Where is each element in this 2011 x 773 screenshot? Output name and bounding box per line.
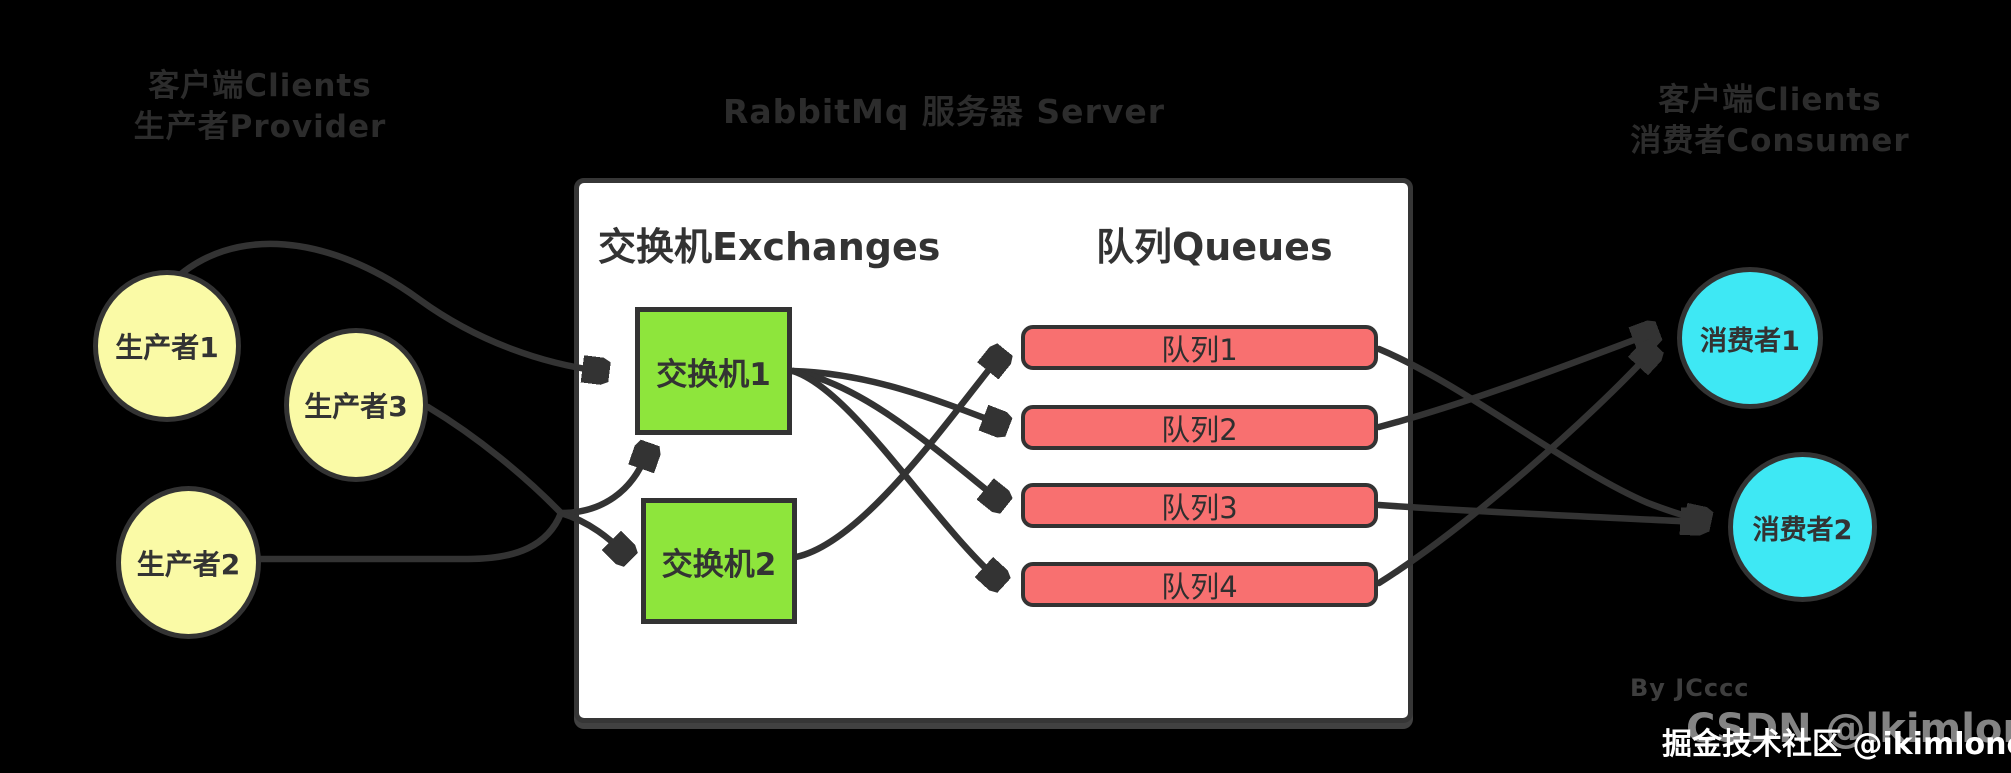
producer-1-node: 生产者1	[93, 270, 241, 422]
exchange-2-node: 交换机2	[641, 498, 797, 624]
clients-consumer-title: 客户端Clients 消费者Consumer	[1585, 80, 1955, 162]
producer-3-label: 生产者3	[304, 390, 408, 423]
clients-provider-title-line2: 生产者Provider	[133, 108, 387, 145]
author-credit: By JCccc	[1630, 674, 1750, 702]
edge-queue1-to-consumer2	[1375, 345, 1702, 520]
server-title: RabbitMq 服务器 Server	[722, 92, 1166, 131]
queue-1-node: 队列1	[1021, 325, 1378, 370]
exchanges-heading: 交换机Exchanges	[598, 225, 941, 269]
watermark-back: CSDN @lkimlone	[1686, 706, 2011, 752]
producer-1-label: 生产者1	[115, 331, 219, 364]
edge-queue4-to-consumer1	[1375, 353, 1650, 587]
clients-consumer-title-line2: 消费者Consumer	[1630, 122, 1910, 159]
producer-2-label: 生产者2	[136, 547, 241, 581]
producer-2-node: 生产者2	[116, 486, 261, 639]
exchange-1-node: 交换机1	[635, 307, 792, 435]
queue-4-node: 队列4	[1021, 562, 1378, 607]
queue-2-label: 队列2	[1161, 412, 1238, 447]
consumer-2-node: 消费者2	[1728, 452, 1877, 602]
producer-3-node: 生产者3	[284, 328, 428, 482]
clients-provider-title-line1: 客户端Clients	[148, 68, 372, 104]
consumer-1-label: 消费者1	[1700, 325, 1800, 357]
edge-producer2-to-junction	[257, 509, 565, 563]
consumer-1-node: 消费者1	[1677, 267, 1823, 409]
queue-2-node: 队列2	[1021, 405, 1378, 450]
exchange-1-label: 交换机1	[656, 356, 771, 393]
queue-4-label: 队列4	[1161, 569, 1238, 604]
watermark-front: 掘金技术社区 @ikimloner	[1662, 727, 2011, 762]
queue-3-label: 队列3	[1161, 490, 1238, 525]
exchange-2-label: 交换机2	[661, 546, 777, 583]
queue-3-node: 队列3	[1021, 483, 1378, 528]
edge-producer3-to-junction	[424, 403, 565, 517]
queue-1-label: 队列1	[1161, 332, 1238, 367]
consumer-2-label: 消费者2	[1752, 514, 1853, 546]
clients-provider-title: 客户端Clients 生产者Provider	[95, 66, 425, 148]
edge-queue3-to-consumer2	[1375, 501, 1698, 522]
queues-heading: 队列Queues	[1096, 225, 1333, 269]
clients-consumer-title-line1: 客户端Clients	[1658, 82, 1882, 118]
edge-queue2-to-consumer1	[1375, 334, 1650, 431]
